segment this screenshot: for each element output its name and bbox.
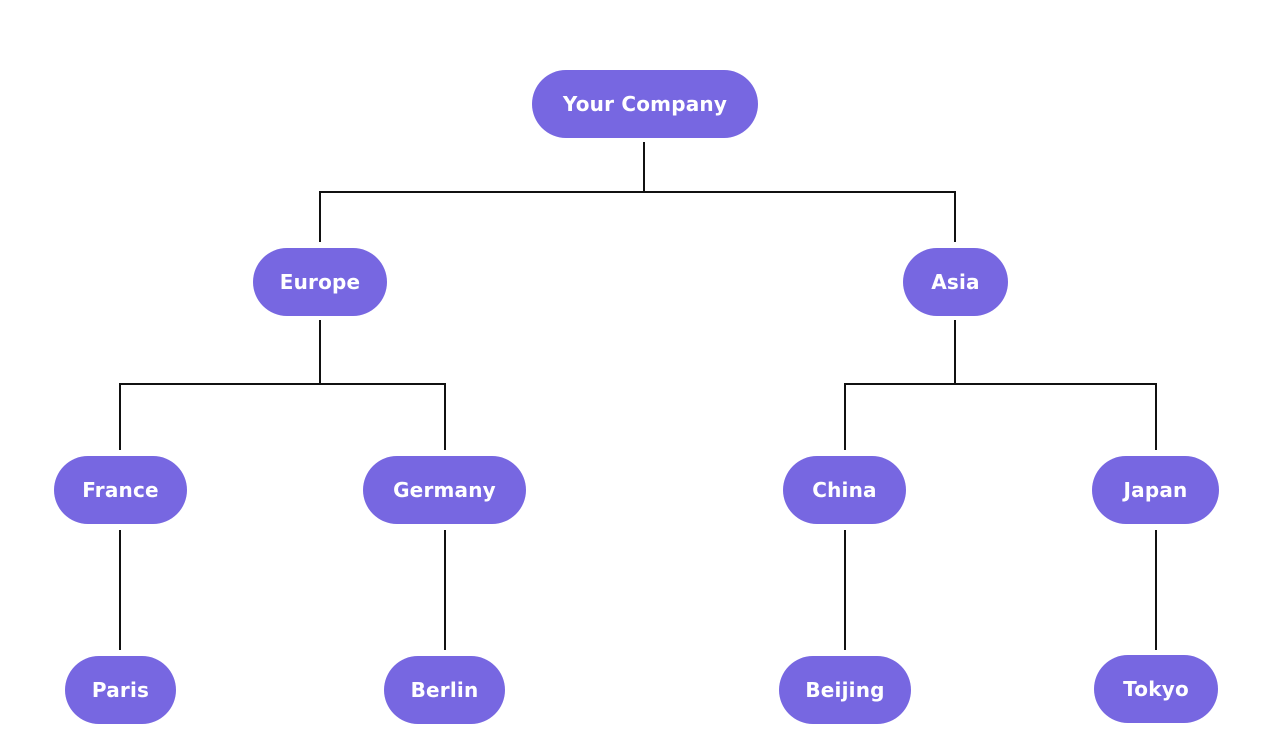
node-city-paris: Paris [65,656,176,724]
node-country-japan: Japan [1092,456,1219,524]
node-region-asia: Asia [903,248,1008,316]
node-region-europe: Europe [253,248,387,316]
node-country-france: France [54,456,187,524]
node-country-china: China [783,456,906,524]
node-city-beijing: Beijing [779,656,911,724]
connector-root-regions [319,191,956,242]
node-country-germany: Germany [363,456,526,524]
node-city-berlin: Berlin [384,656,505,724]
node-root-company: Your Company [532,70,758,138]
connector-asia-countries [844,383,1157,450]
connector-europe-countries [119,383,446,450]
node-city-tokyo: Tokyo [1094,655,1218,723]
